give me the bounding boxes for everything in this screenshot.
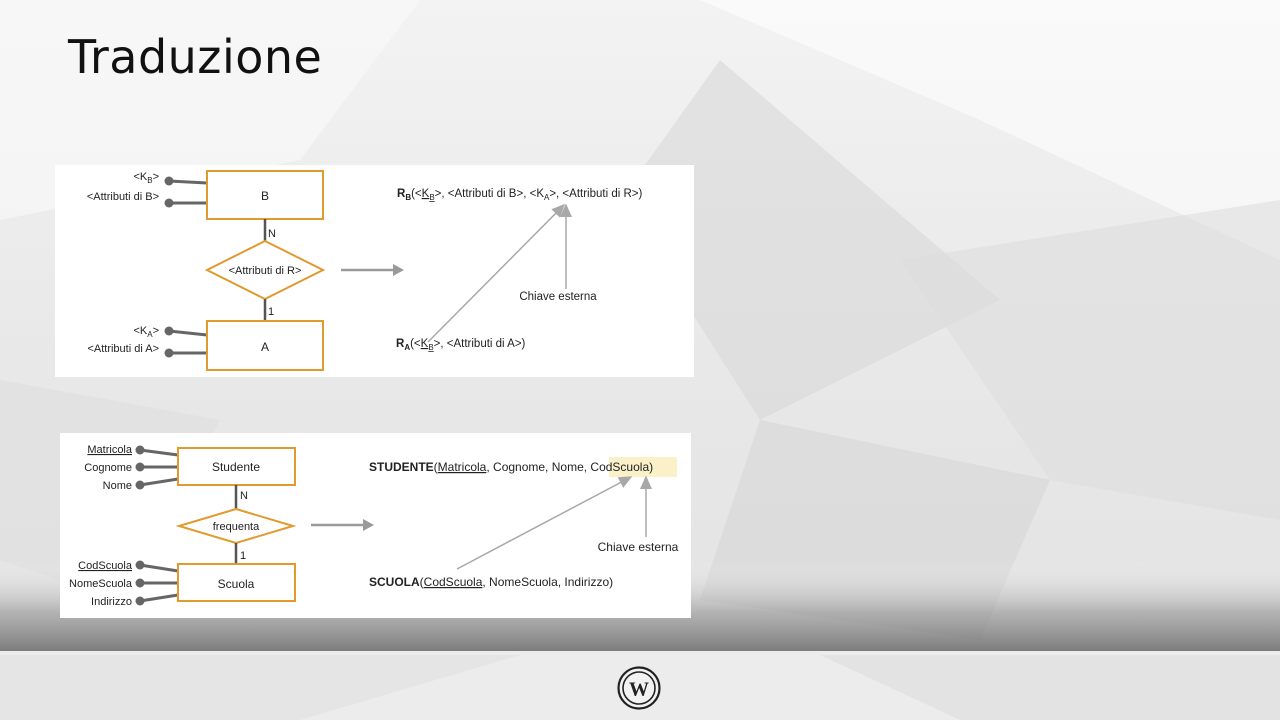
relationship-r-label: <Attributi di R> (229, 265, 302, 277)
cardinality-1-example: 1 (240, 550, 246, 562)
entity-b-label: B (261, 189, 269, 203)
w-logo: W (617, 666, 661, 710)
general-translation-diagram: <KB> <Attributi di B> B N <Attributi di … (55, 165, 694, 377)
slide-title: Traduzione (68, 30, 323, 84)
cardinality-1: 1 (268, 306, 274, 318)
fk-label-example: Chiave esterna (598, 540, 679, 554)
attr-indirizzo: Indirizzo (91, 596, 132, 608)
entity-a (206, 320, 324, 371)
cardinality-n-example: N (240, 490, 248, 502)
relation-ra: RA(<KB>, <Attributi di A>) (396, 338, 526, 352)
entity-studente (177, 447, 296, 486)
relation-scuola: SCUOLA(CodScuola, NomeScuola, Indirizzo) (369, 575, 613, 589)
attributes-scuola: CodScuola NomeScuola Indirizzo (69, 560, 179, 608)
attr-nome: Nome (103, 480, 132, 492)
attr-nomescuola: NomeScuola (69, 578, 133, 590)
attr-key-a: <KA> (133, 325, 159, 339)
relationship-frequenta-label: frequenta (213, 521, 260, 533)
entity-a-label: A (261, 340, 269, 354)
fk-arrow-diagonal-example (456, 476, 633, 570)
example-translation-diagram: Matricola Cognome Nome Studente N freque… (60, 433, 691, 618)
relation-studente: STUDENTE(Matricola, Cognome, Nome, CodSc… (369, 460, 653, 474)
fk-arrow-diagonal (427, 203, 566, 343)
attr-other-b: <Attributi di B> (87, 191, 159, 203)
fk-label-general: Chiave esterna (519, 291, 597, 303)
fk-highlight (609, 457, 677, 477)
attr-cognome: Cognome (84, 462, 132, 474)
entity-scuola-label: Scuola (218, 577, 255, 591)
entity-studente-label: Studente (212, 460, 260, 474)
entity-scuola (177, 563, 296, 602)
attr-matricola: Matricola (87, 444, 133, 456)
attr-other-a: <Attributi di A> (87, 343, 159, 355)
logo-letter: W (629, 679, 649, 701)
relation-rb: RB(<KB>, <Attributi di B>, <KA>, <Attrib… (397, 188, 642, 202)
attributes-b: <KB> <Attributi di B> (87, 171, 208, 208)
attr-key-b: <KB> (133, 171, 159, 185)
attr-codscuola: CodScuola (78, 560, 133, 572)
cardinality-n: N (268, 228, 276, 240)
attributes-a: <KA> <Attributi di A> (87, 325, 208, 358)
attributes-studente: Matricola Cognome Nome (84, 444, 179, 492)
